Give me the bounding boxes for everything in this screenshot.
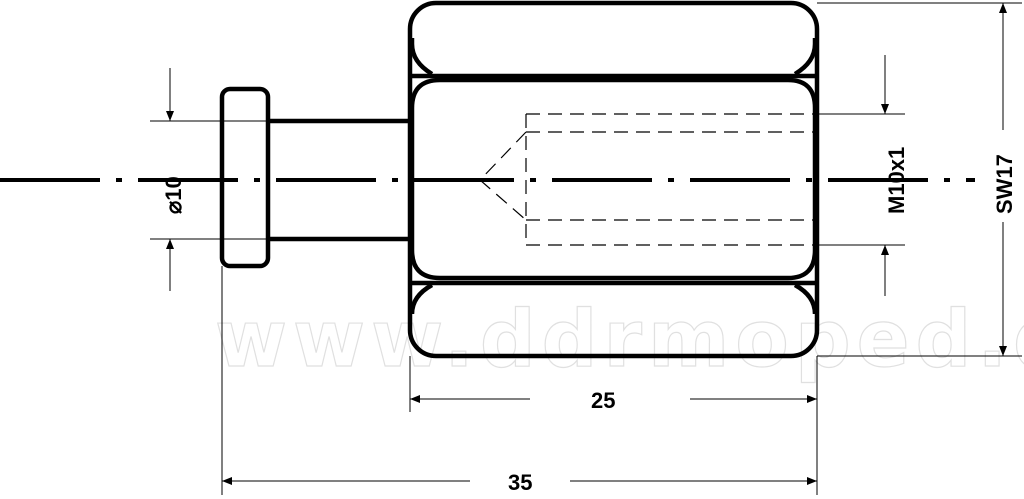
watermark-text: www.ddrmoped.de [215,295,1024,385]
dimension-total-length: 35 [222,470,817,495]
flange-head [219,86,271,269]
nut-length-label: 25 [591,388,615,413]
thread-label: M10x1 [884,147,909,214]
total-length-label: 35 [508,470,532,495]
hex-nut [407,0,820,359]
wrench-size-label: SW17 [992,154,1017,214]
dimension-nut-length: 25 [410,388,817,413]
thread-bore-hidden [479,113,817,246]
dimension-diameter: ⌀10 [161,68,186,291]
pin-shank [268,118,410,242]
diameter-label: ⌀10 [161,176,186,214]
dimension-thread: M10x1 [881,55,909,296]
dimension-wrench-size: SW17 [992,3,1017,356]
